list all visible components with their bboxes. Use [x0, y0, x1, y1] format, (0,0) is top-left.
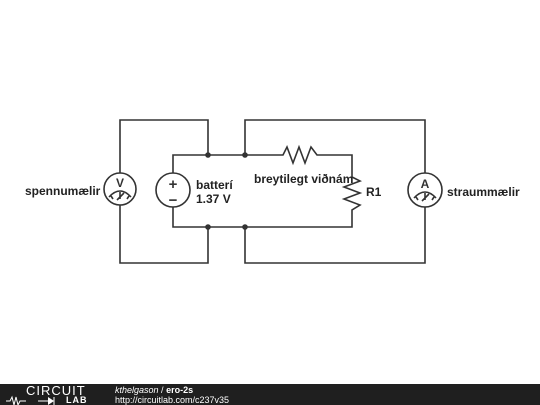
junction-dot [242, 152, 248, 158]
voltmeter-label: spennumælir [25, 184, 101, 198]
junction-dot [205, 152, 211, 158]
voltmeter: V [103, 172, 137, 206]
wire-battery-top [172, 154, 280, 173]
meta-separator: / [158, 385, 167, 395]
battery-label-line1: batterí [196, 178, 233, 192]
resistor-r1-label: R1 [366, 185, 382, 199]
battery-plus-symbol: + [169, 176, 178, 193]
circuitlab-logo[interactable]: CIRCUIT LAB [4, 383, 104, 405]
voltmeter-symbol: V [116, 176, 124, 190]
circuit-meta: kthelgason / ero-2s http://circuitlab.co… [115, 385, 229, 405]
ammeter: A [407, 172, 443, 208]
junction-dot [242, 224, 248, 230]
wire-ammeter-bottom [244, 207, 426, 264]
ammeter-symbol: A [421, 177, 430, 191]
brand-text-bottom: LAB [66, 395, 88, 405]
battery-label-line2: 1.37 V [196, 192, 231, 206]
circuit-schematic: V A + − spennumælir batterí 1.37 V breyt… [25, 119, 520, 264]
footer-bar: CIRCUIT LAB kthelgason / ero-2s http://c… [0, 384, 540, 405]
wire-voltmeter-top [119, 119, 209, 173]
circuit-wave-icon [6, 395, 55, 405]
battery: + − [155, 172, 191, 209]
brand-text-top: CIRCUIT [26, 383, 86, 398]
variable-resistor [280, 144, 320, 166]
ammeter-label: straummælir [447, 185, 520, 199]
wire-ammeter-top [244, 119, 426, 173]
wire-voltmeter-bottom [119, 205, 209, 264]
variable-resistor-label: breytilegt viðnám [254, 172, 353, 186]
wire-battery-bottom [172, 207, 353, 228]
circuit-title-link[interactable]: ero-2s [166, 385, 194, 395]
resistor-r1 [341, 174, 363, 214]
circuit-url-link[interactable]: http://circuitlab.com/c237v35 [115, 395, 230, 405]
junction-dot [205, 224, 211, 230]
battery-minus-symbol: − [169, 192, 178, 209]
author-link[interactable]: kthelgason [115, 385, 159, 395]
wire-varres-right [320, 154, 353, 174]
